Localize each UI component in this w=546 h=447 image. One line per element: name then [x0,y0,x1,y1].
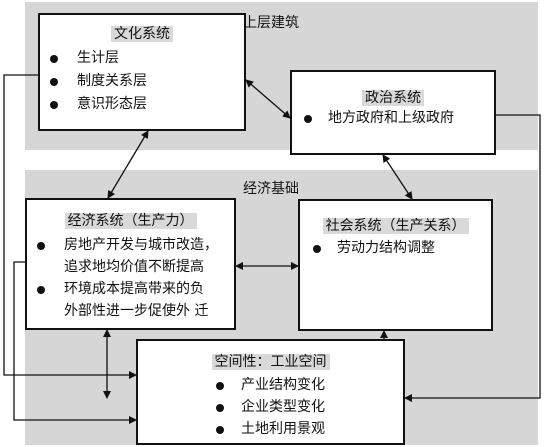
culture-item: 意识形态层 [77,96,147,112]
arrow-culture-economy [107,130,149,199]
social-item: 劳动力结构调整 [337,240,435,256]
economic-system-box: 经济系统（生产力） 房地产开发与城市改造， 追求地均价值不断提高 环境成本提高带… [25,198,236,330]
arrow-politics-society [382,154,413,200]
culture-item: 制度关系层 [77,73,147,89]
bullet-icon [50,78,58,86]
economic-item-line: 追求地均价值不断提高 [64,259,204,275]
political-item: 地方政府和上级政府 [328,110,454,126]
political-system-box: 政治系统 地方政府和上级政府 [290,70,496,155]
political-system-title: 政治系统 [292,89,494,107]
arrow-economy-space-loop [13,261,137,424]
economic-item-line: 环境成本提高带来的负 [64,281,204,297]
spatial-item: 企业类型变化 [241,399,325,415]
spatial-box: 空间性：工业空间 产业结构变化 企业类型变化 土地利用景观 [136,339,405,445]
social-system-title: 社会系统（生产关系） [300,217,491,235]
arrow-culture-politics [245,79,291,119]
social-system-box: 社会系统（生产关系） 劳动力结构调整 [298,199,493,331]
economic-item-line: 外部性进一步促使外 迁 [64,303,209,319]
spatial-title: 空间性：工业空间 [138,353,403,371]
culture-item: 生计层 [77,50,119,66]
economic-base-label: 经济基础 [243,181,299,197]
bullet-icon [216,404,224,412]
superstructure-label: 上层建筑 [243,15,299,31]
bullet-icon [216,382,224,390]
bullet-icon [313,245,321,253]
economic-system-title: 经济系统（生产力） [27,212,234,230]
bullet-icon [216,426,224,434]
spatial-item: 产业结构变化 [241,377,325,393]
bullet-icon [37,242,45,250]
bullet-icon [37,286,45,294]
arrow-culture-space-loop [3,74,137,379]
bullet-icon [50,101,58,109]
economic-item-line: 房地产开发与城市改造， [64,237,218,253]
spatial-item: 土地利用景观 [241,421,325,437]
arrow-politics-space-loop [404,114,541,402]
bullet-icon [50,55,58,63]
bullet-icon [304,115,312,123]
culture-system-box: 文化系统 生计层 制度关系层 意识形态层 [38,13,246,131]
culture-system-title: 文化系统 [40,25,244,43]
